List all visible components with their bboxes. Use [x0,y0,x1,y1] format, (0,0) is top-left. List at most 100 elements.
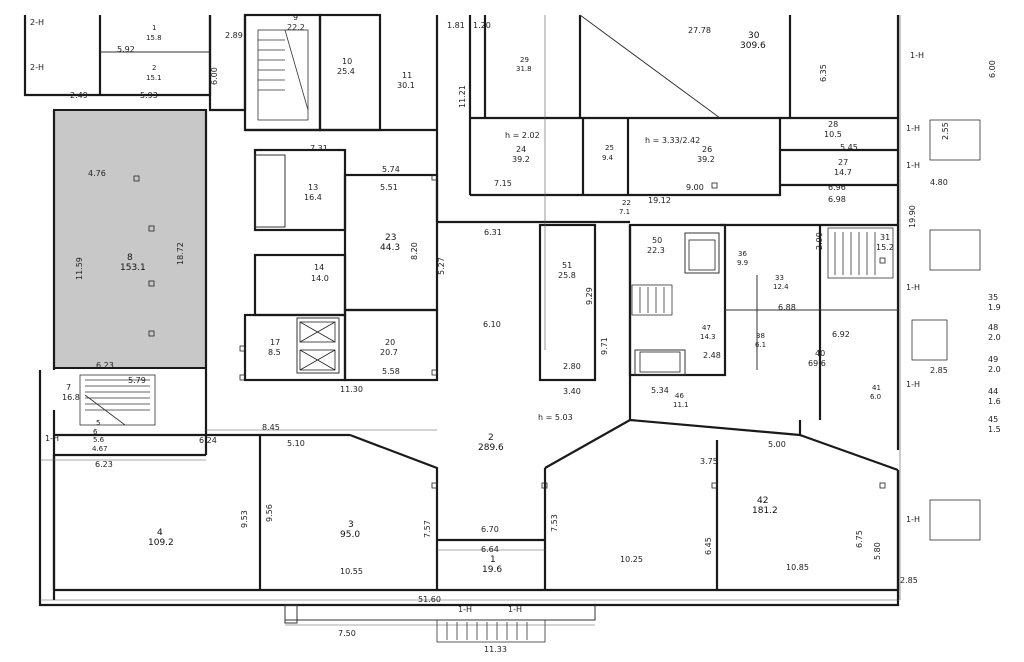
dim-label: 7.50 [338,629,356,638]
room-23-area: 44.3 [380,243,400,253]
room-8-highlight[interactable] [53,109,207,369]
side-list-val: 2.0 [988,365,1001,374]
dim-label: 5.45 [840,143,858,152]
dim-label: 6.31 [484,228,502,237]
side-list-val: 1.5 [988,425,1001,434]
dim-label: 6.70 [481,525,499,534]
height-labels: h = 5.03 h = 2.02 h = 3.33/2.42 [505,131,700,422]
room-5-no: 5 [96,419,100,427]
dim-label: 6.10 [483,320,501,329]
room-10-no: 10 [342,57,352,66]
room-11-no: 11 [402,71,412,80]
dimension-labels: 51.60 11.33 7.50 18.72 11.59 4.76 6.23 6… [70,21,997,654]
dim-label: 6.88 [778,303,796,312]
dim-label: 6.00 [988,60,997,78]
room-20-no: 20 [385,338,395,347]
side-list-no: 35 [988,293,998,302]
dim-label: 5.80 [873,542,882,560]
room-4-no: 4 [157,528,163,538]
columns [133,174,886,489]
dim-label: 5.00 [768,440,786,449]
dim-label: 8.45 [262,423,280,432]
room-5-area: 5.6 [93,436,105,444]
stair-left [79,374,156,426]
room-2-no: 2 [488,433,494,443]
dim-label: 1.81 [447,21,465,30]
dim-label: 7.15 [494,179,512,188]
dim-label: 5.27 [437,257,446,275]
exit-label: 2-Н [30,18,44,27]
dim-label: 2.89 [225,31,243,40]
room-17-area: 8.5 [268,348,281,357]
room-4-area: 109.2 [148,538,174,548]
room-29-area: 31.8 [516,65,532,73]
dim-label: 18.72 [176,242,185,265]
room-block-2-area: 15.1 [146,74,162,82]
room-47-area: 14.3 [700,333,716,341]
entrance-landing [284,604,298,624]
side-room-list: 35 1.9 48 2.0 49 2.0 44 1.6 45 1.5 [988,293,1001,434]
exit-label: 1-Н [458,605,472,614]
dim-label: 6.75 [855,530,864,548]
dim-label: 2.90 [815,232,824,250]
room-27-area: 14.7 [834,168,852,177]
left-middle-walls [208,13,437,382]
room-31-area: 15.2 [876,243,894,252]
dim-label: 9.56 [265,504,274,522]
dim-label: 1.20 [473,21,491,30]
exit-label: 1-Н [45,434,59,443]
room-1-area: 19.6 [482,565,502,575]
dim-label: 2.55 [941,122,950,140]
height-main: h = 5.03 [538,413,573,422]
room-40-no: 40 [815,349,825,358]
dim-label: 6.23 [95,460,113,469]
dim-label: 11.33 [484,645,507,654]
dim-label: 10.55 [340,567,363,576]
dim-label: 5.93 [140,91,158,100]
room-22-no: 22 [622,199,631,207]
room-42-no: 42 [757,496,768,506]
room-47-no: 47 [702,324,711,332]
room-28-area: 10.5 [824,130,842,139]
dim-label: 5.74 [382,165,400,174]
room-9-no: 9 [293,13,298,22]
dim-label: 9.53 [240,510,249,528]
dim-label: 5.51 [380,183,398,192]
room-7-area: 16.8 [62,393,80,402]
stair-bottom [284,605,596,643]
dim-label: 6.24 [199,436,217,445]
dim-label: 2.85 [930,366,948,375]
dim-label: 8.20 [410,242,419,260]
room-33-area: 12.4 [773,283,789,291]
room-41-no: 41 [872,384,881,392]
room-22-area: 7.1 [619,208,630,216]
room-3-area: 95.0 [340,530,360,540]
exit-label: 1-Н [906,124,920,133]
dim-label: 3.75 [700,457,718,466]
dim-label: 5.92 [117,45,135,54]
room-13-no: 13 [308,183,318,192]
side-list-val: 1.6 [988,397,1001,406]
room-41-area: 6.0 [870,393,881,401]
room-23-no: 23 [385,233,396,243]
room-30-no: 30 [748,31,760,41]
side-list-no: 44 [988,387,998,396]
dim-label: 11.21 [458,85,467,108]
dim-label: 7.57 [423,520,432,538]
room-51-no: 51 [562,261,572,270]
exit-label: 2-Н [30,63,44,72]
exit-label: 1-Н [906,380,920,389]
dim-label: 9.00 [686,183,704,192]
room-38-area: 6.1 [755,341,766,349]
stairs [79,29,981,643]
room-14-area: 14.0 [311,274,329,283]
room-2-area: 289.6 [478,443,504,453]
dim-label: 5.10 [287,439,305,448]
room-labels: 8 153.1 2 289.6 4 109.2 3 95.0 1 19.6 42… [62,13,894,575]
room-6-area: 4.67 [92,445,108,453]
room-51-area: 25.8 [558,271,576,280]
room-11-area: 30.1 [397,81,415,90]
room-50-area: 22.3 [647,246,665,255]
room-10-area: 25.4 [337,67,355,76]
